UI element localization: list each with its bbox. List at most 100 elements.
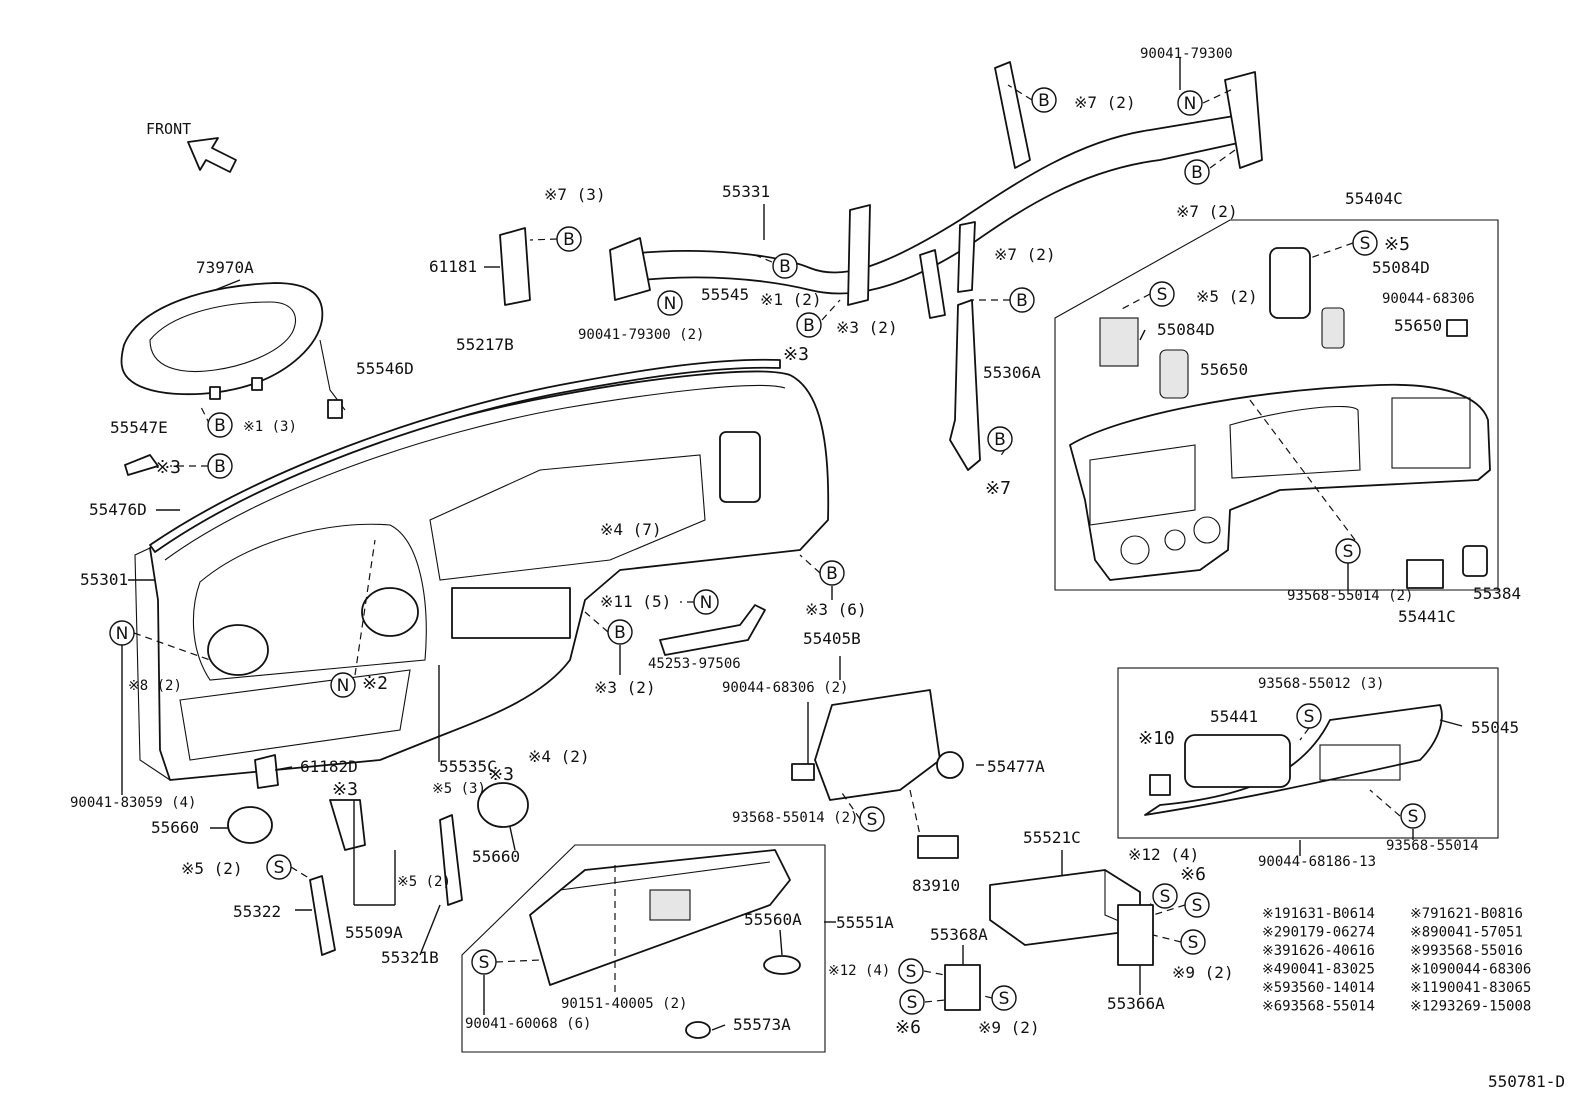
- note-ref-label: ※12 (4): [828, 963, 890, 979]
- callout-s-icon: S: [1184, 892, 1210, 918]
- svg-text:S: S: [867, 810, 878, 830]
- note-ref-label: ※3 (6): [805, 600, 867, 619]
- cluster-finish-55404C: [1069, 247, 1491, 589]
- front-label: FRONT: [146, 120, 191, 138]
- svg-text:S: S: [1343, 542, 1354, 562]
- part-number-label: 55546D: [356, 359, 414, 378]
- callout-s-icon: S: [1180, 929, 1206, 955]
- note-ref-label: ※5: [1384, 234, 1410, 255]
- callout-s-icon: S: [1149, 281, 1175, 307]
- callout-b-icon: B: [1184, 159, 1210, 185]
- legend-entry: ※993568-55016: [1410, 943, 1523, 959]
- part-number-label: 55650: [1394, 316, 1442, 335]
- part-number-label: 90041-79300: [1140, 46, 1233, 62]
- svg-text:S: S: [1192, 896, 1203, 916]
- group-box-55404C: [1054, 219, 1499, 591]
- part-number-label: 55660: [472, 847, 520, 866]
- callout-s-icon: S: [266, 854, 292, 880]
- ring-55477A: [936, 751, 964, 779]
- note-ref-label: ※7 (2): [1176, 202, 1238, 221]
- part-number-label: 61181: [429, 257, 477, 276]
- clip-90044-68306: [791, 763, 815, 781]
- bracket-55321B: [439, 814, 463, 906]
- svg-text:B: B: [614, 623, 626, 643]
- part-number-label: 55650: [1200, 360, 1248, 379]
- note-ref-label: ※3: [155, 457, 181, 478]
- svg-text:B: B: [779, 257, 791, 277]
- part-number-label: 90044-68306: [1382, 291, 1475, 307]
- svg-text:B: B: [563, 230, 575, 250]
- bracket-55509A: [329, 799, 366, 851]
- note-ref-label: ※3: [783, 344, 809, 365]
- svg-text:S: S: [274, 858, 285, 878]
- part-number-label: 55560A: [744, 910, 802, 929]
- part-number-label: 55217B: [456, 335, 514, 354]
- brace-55306A: [949, 299, 981, 471]
- callout-s-icon: S: [1152, 883, 1178, 909]
- note-ref-label: ※3: [332, 779, 358, 800]
- callout-n-icon: N: [693, 589, 719, 615]
- part-number-label: 55084D: [1157, 320, 1215, 339]
- part-number-label: 55404C: [1345, 189, 1403, 208]
- part-number-label: 93568-55014: [1386, 838, 1479, 854]
- svg-text:S: S: [1360, 234, 1371, 254]
- radio-box-55521C: [944, 869, 1154, 1011]
- part-number-label: 55509A: [345, 923, 403, 942]
- svg-text:S: S: [1304, 707, 1315, 727]
- note-ref-label: ※9 (2): [1172, 963, 1234, 982]
- part-number-label: 93568-55012 (3): [1258, 676, 1384, 692]
- part-number-label: 55045: [1471, 718, 1519, 737]
- legend-entry: ※290179-06274: [1262, 925, 1375, 941]
- note-ref-label: ※3 (2): [594, 678, 656, 697]
- front-arrow-icon: [187, 137, 237, 173]
- part-number-label: 90041-79300 (2): [578, 327, 704, 343]
- callout-b-icon: B: [1009, 287, 1035, 313]
- note-ref-label: ※1 (2): [760, 290, 822, 309]
- callout-s-icon: S: [1352, 230, 1378, 256]
- legend-entry: ※693568-55014: [1262, 999, 1375, 1015]
- part-number-label: 55535C: [439, 757, 497, 776]
- legend-entry: ※191631-B0614: [1262, 906, 1375, 922]
- part-number-label: 90044-68186-13: [1258, 854, 1376, 870]
- svg-text:B: B: [994, 430, 1006, 450]
- part-number-label: 55405B: [803, 629, 861, 648]
- part-number-label: 55545: [701, 285, 749, 304]
- svg-text:S: S: [1157, 285, 1168, 305]
- note-ref-label: ※7: [985, 478, 1011, 499]
- callout-n-icon: N: [657, 290, 683, 316]
- note-ref-label: ※5 (2): [1196, 287, 1258, 306]
- svg-text:N: N: [337, 676, 350, 696]
- svg-text:B: B: [1016, 291, 1028, 311]
- note-ref-label: ※6: [1180, 864, 1206, 885]
- callout-s-icon: S: [1335, 538, 1361, 564]
- note-ref-label: ※3: [488, 764, 514, 785]
- callout-n-icon: N: [109, 620, 135, 646]
- leader-lines: [121, 58, 1463, 1031]
- svg-text:S: S: [907, 993, 918, 1013]
- note-ref-label: ※1 (3): [243, 419, 297, 435]
- part-number-label: 73970A: [196, 258, 254, 277]
- svg-text:B: B: [214, 457, 226, 477]
- bracket-61182D: [254, 754, 279, 789]
- vent-55660-center: [477, 782, 529, 828]
- part-number-label: 90041-60068 (6): [465, 1016, 591, 1032]
- note-ref-label: ※5 (2): [181, 859, 243, 878]
- legend-entry: ※791621-B0816: [1410, 906, 1523, 922]
- callout-b-icon: B: [987, 426, 1013, 452]
- svg-text:N: N: [664, 294, 677, 314]
- note-ref-label: ※4 (2): [528, 747, 590, 766]
- legend-entry: ※890041-57051: [1410, 925, 1523, 941]
- note-ref-label: ※9 (2): [978, 1018, 1040, 1037]
- svg-text:S: S: [906, 962, 917, 982]
- callout-n-icon: N: [1177, 90, 1203, 116]
- instrument-panel-55301: [134, 370, 830, 781]
- part-number-label: 55521C: [1023, 828, 1081, 847]
- callout-b-icon: B: [772, 253, 798, 279]
- part-number-label: 55573A: [733, 1015, 791, 1034]
- molding-55476D: [149, 358, 781, 553]
- legend-entry: ※391626-40616: [1262, 943, 1375, 959]
- svg-text:S: S: [479, 953, 490, 973]
- part-number-label: 93568-55014 (2): [732, 810, 858, 826]
